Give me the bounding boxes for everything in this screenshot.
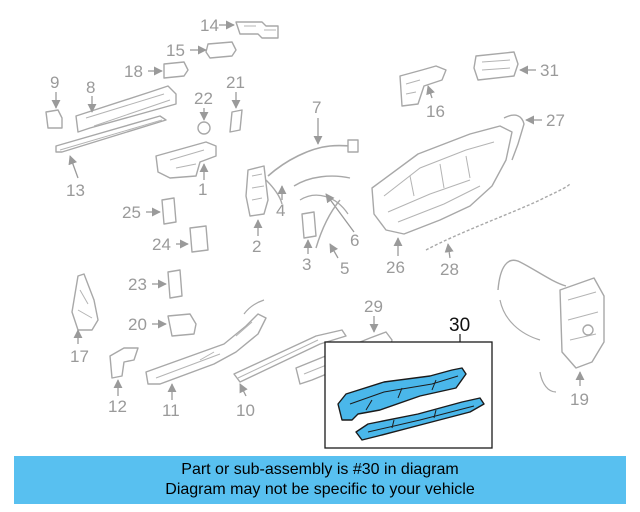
callout-2: 2 [252,237,261,256]
banner-line-disclaimer: Diagram may not be specific to your vehi… [165,481,475,498]
callout-25: 25 [122,203,141,222]
banner-line-part-number: Part or sub-assembly is #30 in diagram [181,461,459,478]
callout-1: 1 [198,180,207,199]
callout-22: 22 [194,89,213,108]
part-18[interactable]: 18 [124,61,189,81]
part-16[interactable]: 16 [399,65,447,121]
part-14[interactable]: 14 [200,16,279,39]
callout-6: 6 [350,231,359,250]
part-12[interactable]: 12 [108,347,139,416]
part-23[interactable]: 23 [128,269,183,299]
callout-21: 21 [226,73,245,92]
callout-31: 31 [540,61,559,80]
callout-30: 30 [449,315,470,336]
part-25[interactable]: 25 [122,197,177,225]
callout-3: 3 [302,255,311,274]
callout-23: 23 [128,275,147,294]
callout-13: 13 [66,181,85,200]
callout-27: 27 [546,111,565,130]
callout-9: 9 [50,73,59,92]
part-2[interactable]: 2 [245,165,269,256]
callout-14: 14 [200,16,219,35]
callout-20: 20 [128,315,147,334]
info-banner: Part or sub-assembly is #30 in diagram D… [14,456,626,504]
part-8[interactable]: 8 [75,78,177,133]
callout-11: 11 [162,401,180,420]
callout-19: 19 [570,390,589,409]
part-21[interactable]: 21 [226,73,245,133]
callout-28: 28 [440,260,459,279]
part-4[interactable]: 4 [265,179,287,220]
part-27[interactable]: 27 [503,111,565,161]
callout-16: 16 [426,102,445,121]
part-19[interactable]: 19 [497,259,605,409]
part-28[interactable]: 28 [425,183,571,279]
part-1[interactable]: 1 [155,141,217,199]
part-15[interactable]: 15 [166,41,237,60]
part-11[interactable]: 11 [145,299,267,420]
part-6[interactable]: 6 [293,175,359,250]
part-3[interactable]: 3 [301,211,317,274]
callout-10: 10 [236,401,255,420]
part-17[interactable]: 17 [70,273,99,366]
part-10[interactable]: 10 [233,329,347,420]
part-7[interactable]: 7 [267,98,359,177]
callout-15: 15 [166,41,185,60]
callout-8: 8 [86,78,95,97]
part-26[interactable]: 26 [371,125,513,277]
callout-18: 18 [124,62,143,81]
part-24[interactable]: 24 [152,225,209,254]
part-30-highlighted[interactable]: 30 [324,315,493,449]
callout-26: 26 [386,258,405,277]
part-5[interactable]: 5 [315,199,349,278]
callout-4: 4 [276,201,285,220]
callout-12: 12 [108,397,127,416]
part-13[interactable]: 13 [55,115,167,200]
callout-24: 24 [152,235,171,254]
part-22[interactable]: 22 [194,89,213,135]
part-9[interactable]: 9 [45,73,63,129]
callout-7: 7 [312,98,321,117]
part-20[interactable]: 20 [128,313,197,337]
callout-17: 17 [70,347,89,366]
callout-29: 29 [364,297,383,316]
callout-5: 5 [340,259,349,278]
part-31[interactable]: 31 [473,51,559,81]
